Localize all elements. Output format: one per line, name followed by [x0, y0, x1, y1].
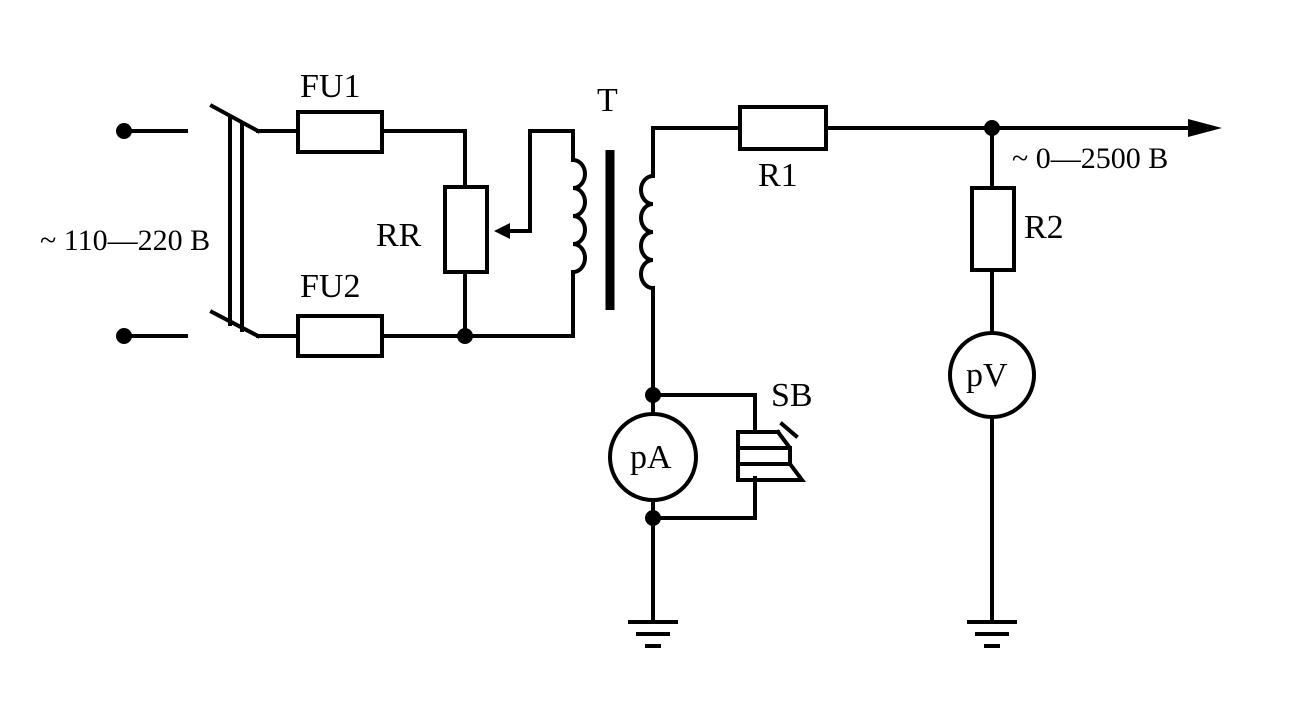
ground-right-icon: [967, 620, 1017, 648]
rr-label: RR: [376, 217, 422, 254]
input-terminal-top: [116, 123, 132, 139]
input-terminals: [116, 123, 188, 344]
wiper-arrow-icon: [494, 223, 510, 239]
input-voltage-label: ~ 110—220 B: [40, 224, 210, 257]
voltmeter-label: pV: [966, 357, 1008, 394]
rheostat-rr: [443, 129, 575, 344]
transformer-label: T: [597, 82, 618, 119]
fuse-fu1: [256, 110, 467, 154]
fuse-fu2: [256, 314, 575, 358]
ammeter-label: pA: [630, 439, 672, 476]
sb-label: SB: [771, 377, 813, 414]
output-voltage-label: ~ 0—2500 B: [1012, 142, 1168, 175]
output-arrow-icon: [1188, 119, 1222, 137]
fu1-label: FU1: [300, 68, 360, 105]
resistor-r1: [738, 105, 1222, 151]
input-terminal-bottom: [116, 328, 132, 344]
voltmeter-pv: [948, 331, 1036, 622]
fu2-label: FU2: [300, 268, 360, 305]
junction-rr: [457, 328, 473, 344]
resistor-r2: [970, 126, 1016, 336]
transformer-secondary: [639, 126, 752, 414]
transformer-primary: [570, 157, 587, 338]
r2-label: R2: [1024, 209, 1064, 246]
double-pole-switch: [209, 103, 261, 339]
push-button-sb: [651, 393, 806, 520]
ground-left-icon: [628, 620, 678, 648]
r1-label: R1: [758, 157, 798, 194]
ammeter-pa: [608, 387, 698, 622]
